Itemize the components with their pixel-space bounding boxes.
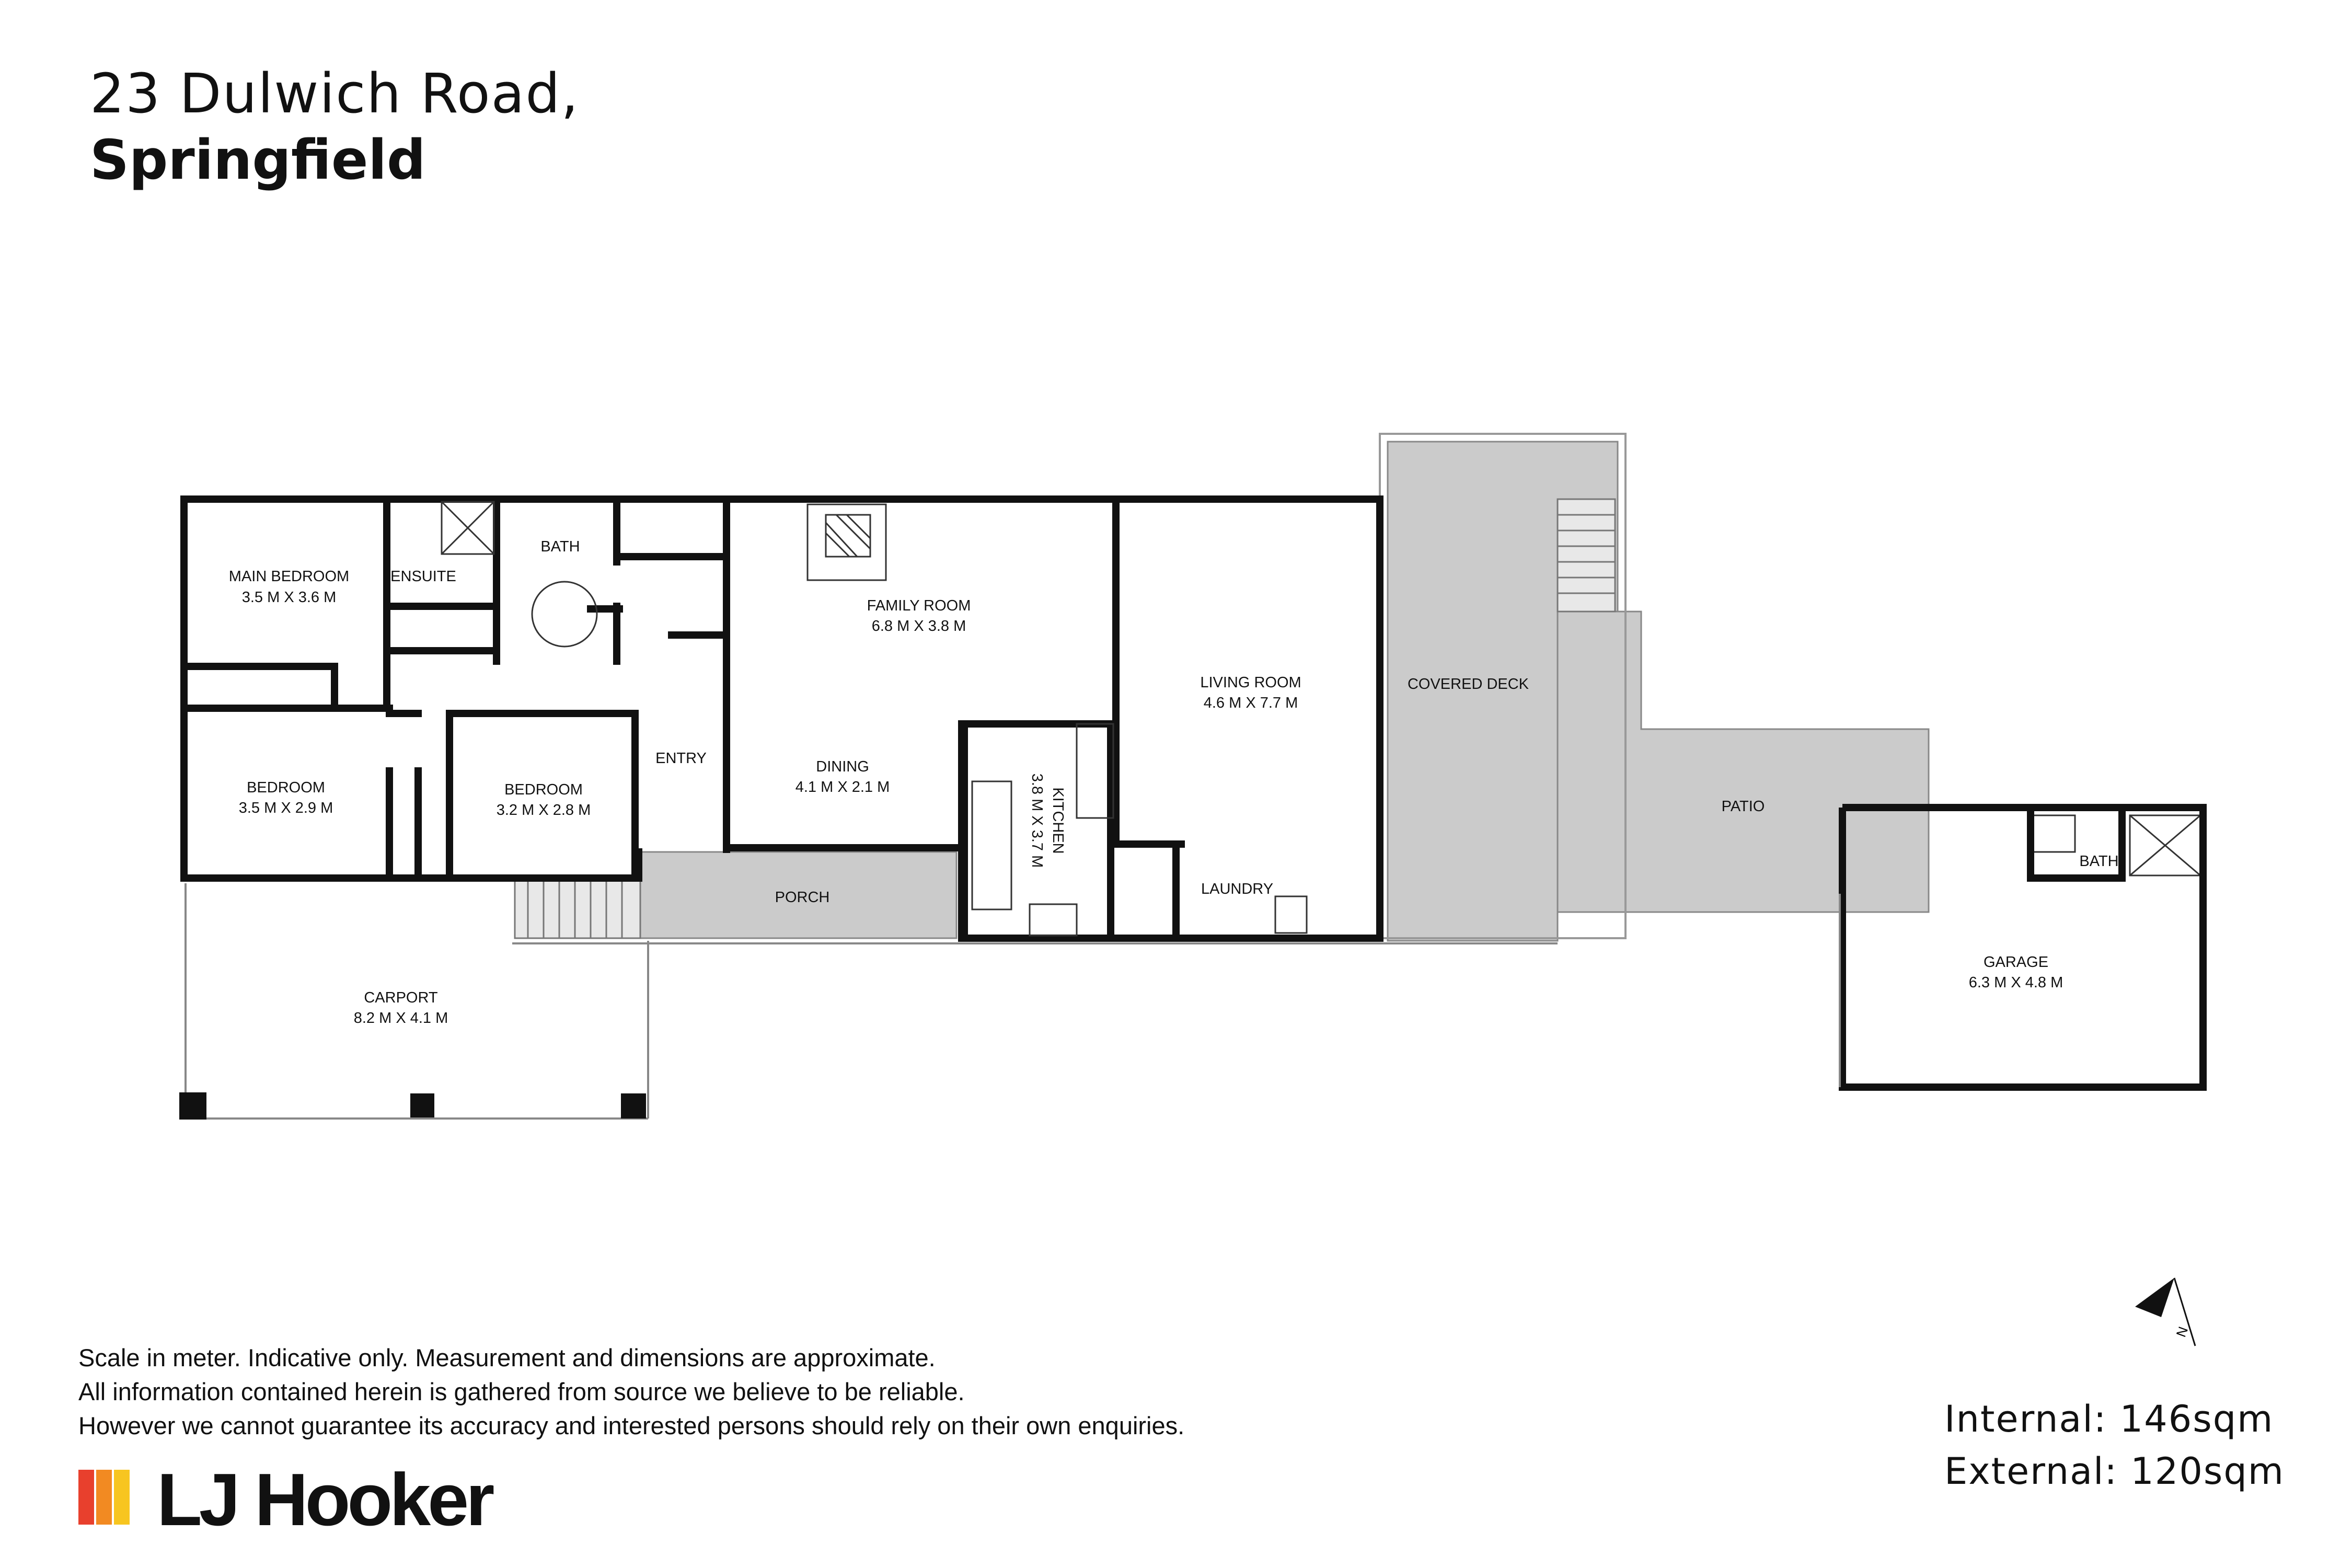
deck-stairs: [1557, 498, 1616, 613]
bedroom-1-name: BEDROOM: [247, 779, 325, 796]
carport-posts: [179, 1092, 646, 1120]
bedroom-2-name: BEDROOM: [504, 781, 583, 798]
dining-size: 4.1 M X 2.1 M: [795, 779, 890, 795]
logo-bar-orange: [96, 1470, 112, 1525]
laundry-name: LAUNDRY: [1201, 881, 1273, 897]
carport-size: 8.2 M X 4.1 M: [354, 1010, 448, 1027]
lj-hooker-logo: LJ Hooker: [78, 1458, 497, 1542]
main-bedroom-size: 3.5 M X 3.6 M: [242, 589, 337, 606]
bedroom-2-size: 3.2 M X 2.8 M: [497, 802, 591, 818]
porch-stairs: [514, 877, 641, 939]
garage-name: GARAGE: [1984, 954, 2048, 971]
compass-icon: N: [2135, 1277, 2196, 1346]
bedroom-1-size: 3.5 M X 2.9 M: [239, 800, 333, 816]
compass-label: N: [2173, 1324, 2191, 1339]
patio-name: PATIO: [1722, 798, 1765, 815]
disclaimer-line-3: However we cannot guarantee its accuracy…: [78, 1412, 1185, 1439]
fixtures: [441, 501, 2201, 937]
living-room-size: 4.6 M X 7.7 M: [1204, 695, 1298, 711]
bath-name: BATH: [540, 538, 580, 555]
porch-name: PORCH: [775, 889, 830, 906]
covered-deck-name: COVERED DECK: [1408, 676, 1529, 693]
disclaimer-line-1: Scale in meter. Indicative only. Measure…: [78, 1344, 936, 1371]
external-area: External: 120sqm: [1944, 1450, 2285, 1493]
brand-name: LJ Hooker: [157, 1458, 494, 1541]
garage-walls: [1839, 804, 2207, 1091]
family-room-size: 6.8 M X 3.8 M: [872, 618, 966, 635]
internal-area: Internal: 146sqm: [1944, 1398, 2274, 1440]
kitchen-size: 3.8 M X 3.7 M: [1029, 774, 1045, 868]
kitchen-name: KITCHEN: [1050, 787, 1066, 854]
logo-bar-yellow: [114, 1470, 130, 1525]
living-room-name: LIVING ROOM: [1200, 674, 1301, 691]
dining-name: DINING: [816, 758, 869, 775]
logo-bar-red: [78, 1470, 94, 1525]
family-room-name: FAMILY ROOM: [867, 597, 971, 614]
address-line-1: 23 Dulwich Road,: [90, 62, 580, 125]
address-line-2: Springfield: [90, 128, 426, 192]
main-bedroom-name: MAIN BEDROOM: [229, 568, 349, 585]
ensuite-name: ENSUITE: [390, 568, 456, 585]
garage-size: 6.3 M X 4.8 M: [1969, 974, 2063, 991]
garage-bath-name: BATH: [2079, 853, 2118, 870]
disclaimer-line-2: All information contained herein is gath…: [78, 1378, 965, 1405]
carport-name: CARPORT: [364, 989, 438, 1006]
carport-outline: [185, 883, 649, 1120]
walls: [180, 495, 1383, 942]
area-summary: Internal: 146sqm External: 120sqm: [1944, 1393, 2285, 1497]
entry-name: ENTRY: [655, 750, 707, 767]
patio-area: [1557, 610, 1930, 913]
disclaimer: Scale in meter. Indicative only. Measure…: [78, 1341, 1184, 1443]
